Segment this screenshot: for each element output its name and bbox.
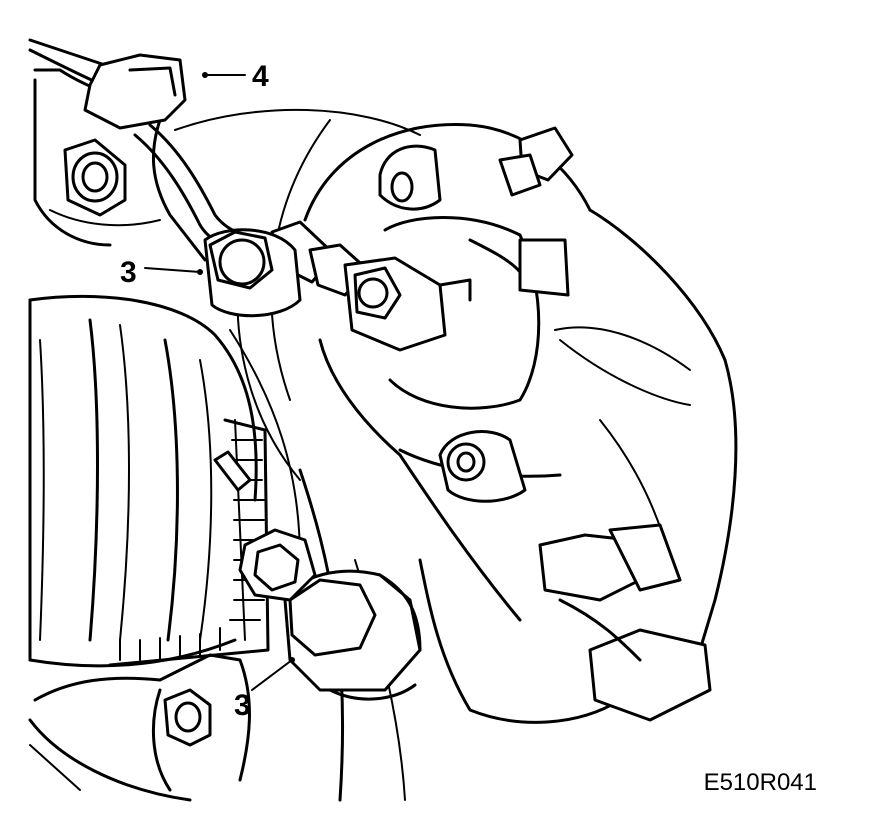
banjo-bolt [343, 256, 472, 352]
hose-bracket-clip [83, 53, 187, 130]
abs-sensor [213, 450, 252, 492]
caliper-piston-housing [383, 216, 570, 410]
bleed-nipple [498, 126, 574, 197]
callout-3-lower-label: 3 [234, 689, 251, 722]
figure-code: E510R041 [704, 769, 817, 796]
carrier-bolt-upper [203, 228, 302, 318]
brake-hose [28, 38, 282, 257]
carrier-bolt-lower [283, 569, 422, 701]
leader-lines [144, 72, 295, 691]
callout-4-label: 4 [252, 60, 269, 93]
pad-wear-connector [538, 523, 712, 722]
caliper-guide-pin-upper [378, 144, 442, 211]
knuckle-lower-mount [28, 653, 251, 802]
torx-bolt [238, 528, 317, 602]
caliper-guide-pin-lower [438, 430, 527, 503]
brake-caliper [303, 122, 738, 724]
callout-3-upper-label: 3 [120, 256, 137, 289]
drive-shaft-boot [28, 294, 258, 668]
